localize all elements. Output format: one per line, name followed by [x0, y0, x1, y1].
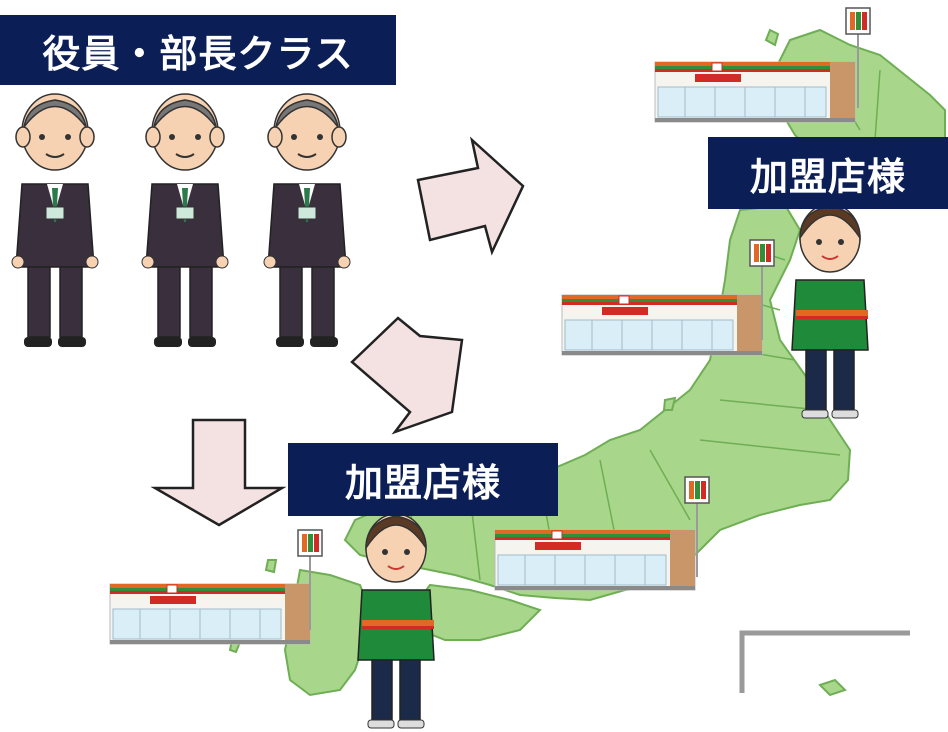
arrow-icon [350, 316, 464, 435]
executive-person-icon [141, 93, 229, 348]
executive-person-icon [263, 93, 351, 348]
staff-person-icon [357, 513, 435, 729]
arrow-icon [150, 418, 287, 527]
executive-person-icon [11, 93, 99, 348]
franchisee-label-bottom: 加盟店様 [288, 443, 558, 516]
staff-person-icon [791, 203, 869, 419]
executives-label: 役員・部長クラス [0, 15, 396, 85]
arrow-icon [416, 136, 525, 256]
franchisee-label-top: 加盟店様 [708, 137, 948, 209]
